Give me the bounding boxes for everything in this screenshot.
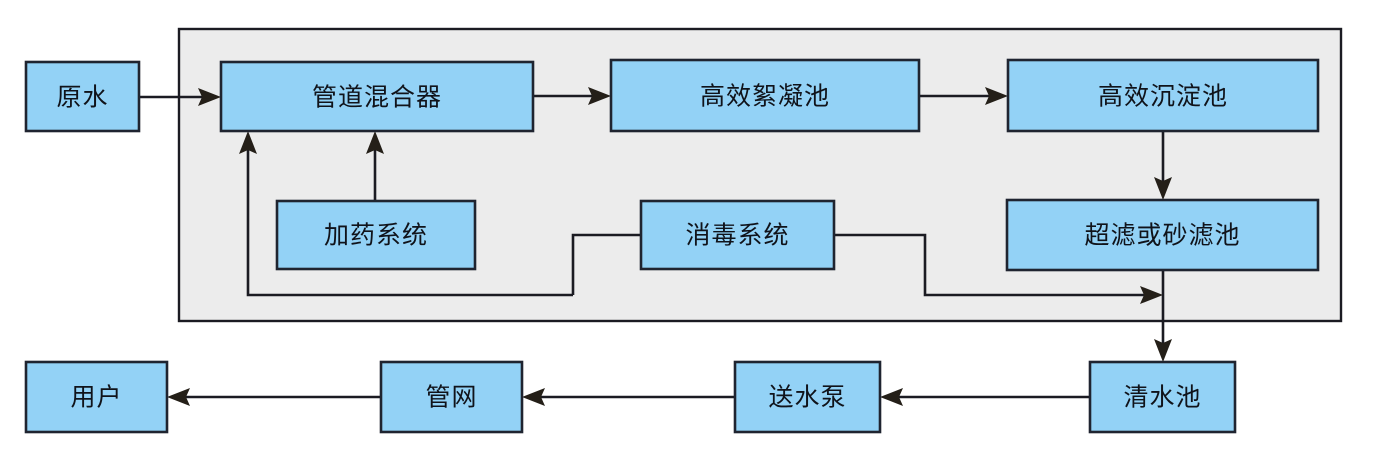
node-filtration[interactable]: 超滤或砂滤池 <box>1005 198 1320 272</box>
node-label-flocculation: 高效絮凝池 <box>700 83 830 111</box>
node-dosing-system[interactable]: 加药系统 <box>275 199 477 271</box>
edge-pipe-mixer-to-flocculation <box>533 87 611 105</box>
edge-disinfection-to-filter-outlet <box>834 233 1163 304</box>
edge-disinfection-left-branch <box>571 233 641 295</box>
node-label-clear-well: 清水池 <box>1123 384 1201 412</box>
node-label-users: 用户 <box>70 384 122 412</box>
edge-clear-well-to-water-pump <box>880 388 1090 406</box>
edge-flocculation-to-sedimentation <box>919 87 1008 105</box>
node-water-pump[interactable]: 送水泵 <box>733 360 882 434</box>
node-sedimentation[interactable]: 高效沉淀池 <box>1006 58 1320 133</box>
node-disinfection-system[interactable]: 消毒系统 <box>639 199 836 271</box>
edge-dosing-to-pipe-mixer <box>366 131 384 201</box>
node-label-raw-water: 原水 <box>56 84 108 112</box>
node-label-pipe-mixer: 管道混合器 <box>312 84 442 112</box>
node-label-disinfection-system: 消毒系统 <box>685 222 789 250</box>
node-flocculation[interactable]: 高效絮凝池 <box>609 58 921 133</box>
edge-filtration-to-clear-well <box>1154 270 1172 362</box>
edge-water-pump-to-pipe-network <box>522 388 735 406</box>
node-clear-well[interactable]: 清水池 <box>1088 360 1237 434</box>
node-label-filtration: 超滤或砂滤池 <box>1084 222 1240 250</box>
node-label-dosing-system: 加药系统 <box>324 222 428 250</box>
edge-raw-water-to-pipe-mixer <box>139 88 221 106</box>
node-users[interactable]: 用户 <box>24 360 169 434</box>
node-pipe-mixer[interactable]: 管道混合器 <box>219 60 535 133</box>
node-label-sedimentation: 高效沉淀池 <box>1098 83 1228 111</box>
edge-recycle-to-pipe-mixer <box>239 131 573 297</box>
edge-sedimentation-to-filtration <box>1154 131 1172 200</box>
edge-pipe-network-to-users <box>167 388 381 406</box>
node-label-water-pump: 送水泵 <box>768 384 846 412</box>
node-raw-water[interactable]: 原水 <box>24 60 141 133</box>
node-pipe-network[interactable]: 管网 <box>379 360 524 434</box>
node-label-pipe-network: 管网 <box>425 384 477 412</box>
